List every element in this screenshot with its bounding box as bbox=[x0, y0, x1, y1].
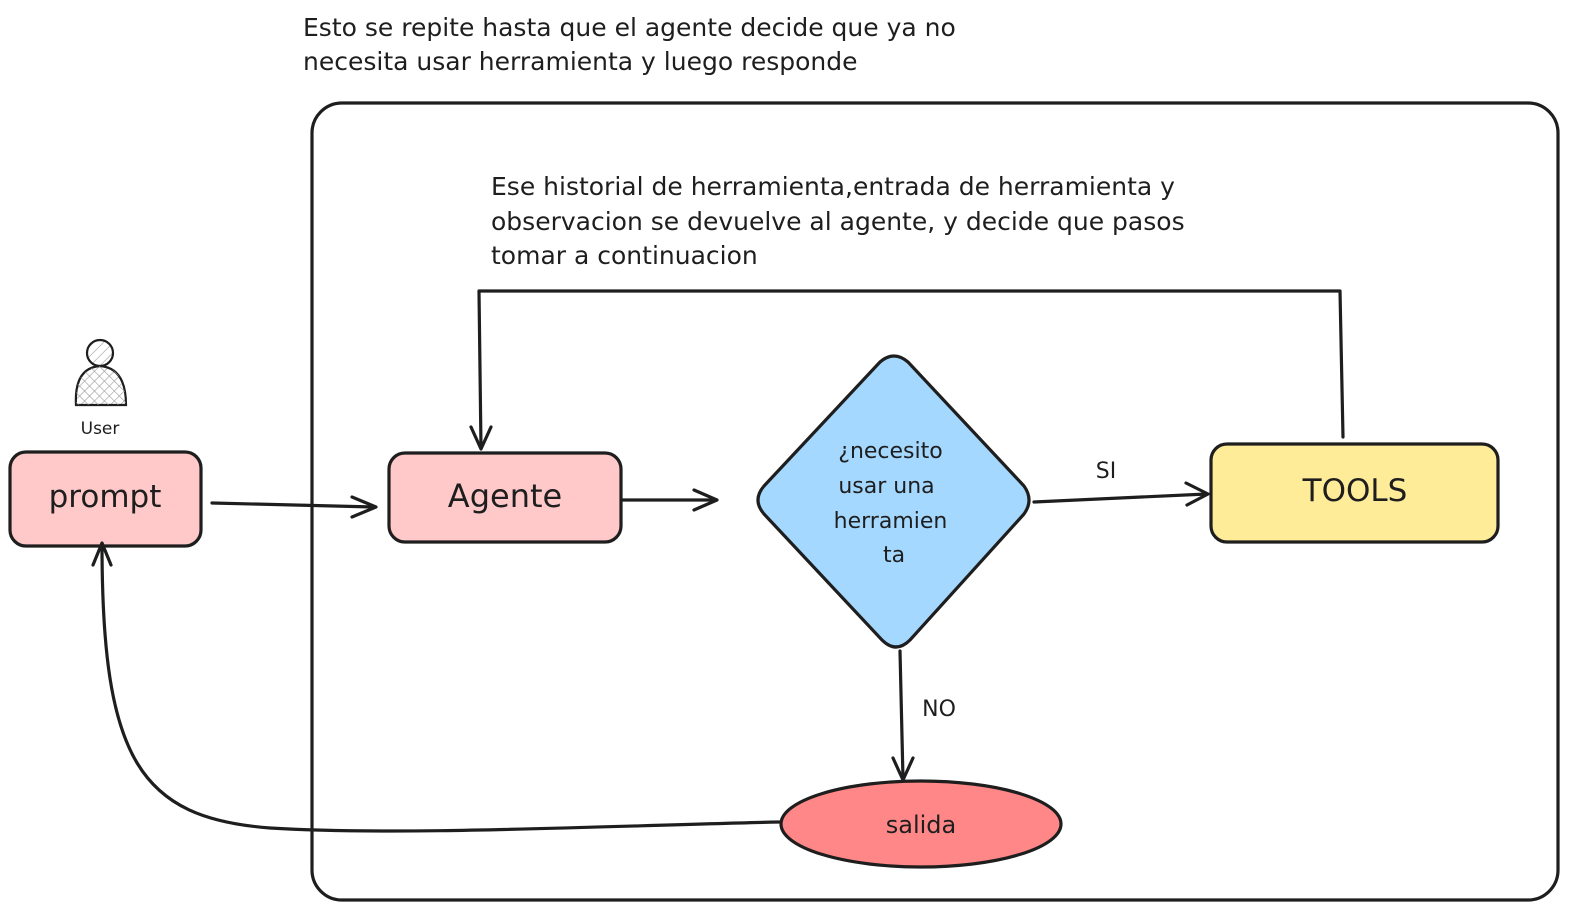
loop-note: Ese historial de herramienta,entrada de … bbox=[491, 172, 1193, 270]
arrow-tools-to-agente-loop bbox=[469, 289, 1345, 451]
top-note: Esto se repite hasta que el agente decid… bbox=[303, 13, 964, 76]
prompt-box bbox=[8, 450, 203, 548]
edge-label-no: NO bbox=[922, 697, 956, 722]
decision-diamond bbox=[756, 354, 1031, 649]
decision-line-2: usar una bbox=[838, 474, 934, 499]
tools-label: TOOLS bbox=[1302, 473, 1408, 509]
agente-box bbox=[387, 451, 623, 544]
salida-label: salida bbox=[886, 811, 957, 839]
salida-ellipse bbox=[779, 779, 1063, 869]
user-icon bbox=[74, 338, 128, 407]
arrow-agente-to-decision bbox=[620, 488, 719, 512]
decision-label: ¿necesito usar una herramien ta bbox=[834, 439, 955, 568]
loop-note-line-3: tomar a continuacion bbox=[491, 241, 758, 270]
decision-line-1: ¿necesito bbox=[838, 439, 942, 464]
decision-line-3: herramien bbox=[834, 509, 948, 534]
top-note-line-2: necesita usar herramienta y luego respon… bbox=[303, 47, 857, 76]
tools-box bbox=[1209, 442, 1500, 544]
loop-note-line-1: Ese historial de herramienta,entrada de … bbox=[491, 172, 1175, 201]
arrow-salida-to-prompt bbox=[91, 541, 781, 833]
arrow-decision-to-tools bbox=[1032, 481, 1210, 507]
edge-label-si: SI bbox=[1096, 459, 1116, 484]
arrow-prompt-to-agente bbox=[210, 495, 378, 519]
top-note-line-1: Esto se repite hasta que el agente decid… bbox=[303, 13, 956, 42]
prompt-label: prompt bbox=[49, 479, 162, 515]
agent-loop-container bbox=[310, 101, 1560, 902]
arrow-decision-to-salida bbox=[891, 649, 915, 782]
user-label: User bbox=[81, 419, 120, 439]
decision-line-4: ta bbox=[883, 543, 905, 568]
loop-note-line-2: observacion se devuelve al agente, y dec… bbox=[491, 207, 1185, 236]
agente-label: Agente bbox=[448, 477, 562, 515]
